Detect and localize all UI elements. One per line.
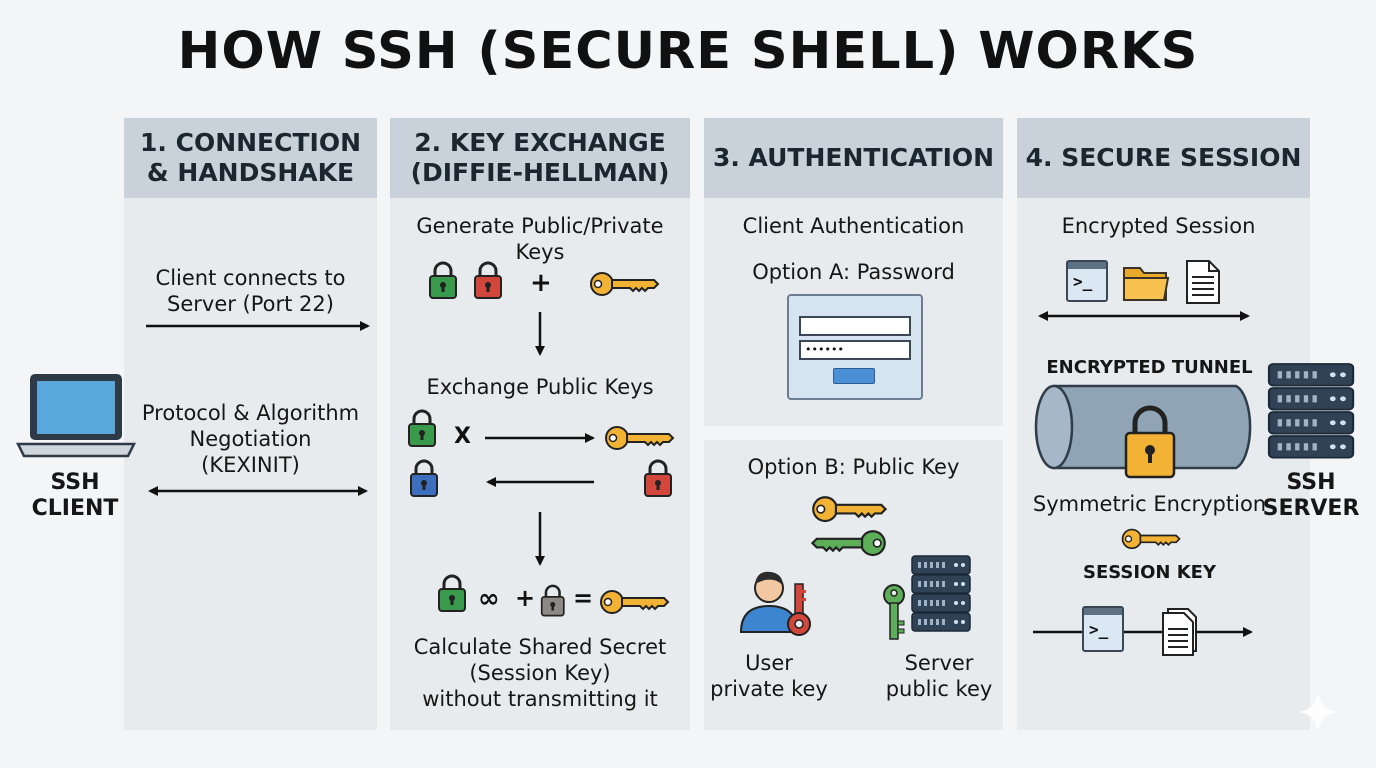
negotiation-text: Protocol & Algorithm Negotiation (KEXINI… (141, 401, 360, 477)
ssh-server-label: SSH SERVER (1262, 470, 1360, 521)
server-rack-icon (911, 555, 971, 632)
header-key-exchange: 2. KEY EXCHANGE (DIFFIE-HELLMAN) (390, 118, 690, 198)
encrypted-tunnel-label: ENCRYPTED TUNNEL (1046, 357, 1253, 378)
header-authentication: 3. AUTHENTICATION (704, 118, 1003, 198)
negotiation-arrow (148, 486, 368, 496)
encrypted-session-text: Encrypted Session (1061, 214, 1256, 238)
document-stack-icon (1162, 608, 1197, 656)
header-handshake: 1. CONNECTION & HANDSHAKE (124, 118, 377, 198)
green-lock-icon (437, 574, 467, 613)
green-lock-icon (428, 261, 458, 300)
header-label: 2. KEY EXCHANGE (DIFFIE-HELLMAN) (410, 128, 670, 187)
exchange-arrow-left (486, 477, 594, 487)
username-field[interactable] (799, 316, 911, 336)
login-form: •••••• (787, 294, 923, 400)
green-key-icon (883, 584, 905, 640)
session-flow-arrow (1033, 627, 1253, 637)
document-icon (1186, 260, 1220, 304)
gold-lock-icon (1124, 405, 1176, 479)
infinity-symbol: ∞ (478, 584, 500, 614)
user-private-key-text: User private key (710, 651, 828, 701)
plus-symbol: + (515, 584, 536, 612)
green-key-icon (811, 530, 886, 557)
sparkle-icon (1298, 692, 1338, 732)
ssh-client-label: SSH CLIENT (31, 470, 119, 521)
down-arrow-1 (535, 312, 545, 356)
server-public-key-text: Server public key (885, 651, 993, 701)
terminal-icon: >_ (1082, 606, 1124, 652)
connect-text: Client connects to Server (Port 22) (155, 266, 346, 316)
symmetric-encryption-text: Symmetric Encryption (1032, 492, 1267, 516)
session-arrow (1038, 311, 1250, 321)
green-lock-icon (407, 409, 437, 448)
prompt-glyph: >_ (1073, 272, 1093, 291)
client-auth-text: Client Authentication (742, 214, 965, 238)
password-mask: •••••• (805, 343, 844, 356)
tunnel-icon (1034, 384, 1252, 470)
header-secure-session: 4. SECURE SESSION (1017, 118, 1310, 198)
equals-symbol: = (573, 584, 594, 612)
gold-key-icon (600, 590, 669, 614)
shared-secret-text: Calculate Shared Secret (Session Key) wi… (413, 635, 667, 711)
gold-key-icon (1121, 528, 1181, 550)
red-lock-icon (473, 261, 503, 300)
gold-key-icon (605, 426, 674, 450)
x-symbol: X (454, 424, 471, 449)
generate-keys-text: Generate Public/Private Keys (416, 214, 664, 264)
exchange-keys-text: Exchange Public Keys (426, 375, 654, 399)
password-field[interactable]: •••••• (799, 340, 911, 360)
connect-arrow (146, 321, 370, 331)
header-label: 4. SECURE SESSION (1025, 143, 1302, 172)
prompt-glyph: >_ (1089, 620, 1109, 639)
blue-lock-icon (409, 459, 439, 498)
user-icon (739, 571, 811, 636)
exchange-arrow-right (485, 433, 595, 443)
terminal-icon: >_ (1066, 260, 1108, 302)
folder-icon (1123, 267, 1170, 301)
login-button[interactable] (833, 368, 875, 384)
page-title: HOW SSH (SECURE SHELL) WORKS (177, 22, 1199, 81)
gray-lock-icon (540, 584, 566, 617)
laptop-icon (15, 374, 137, 458)
header-label: 3. AUTHENTICATION (712, 143, 995, 172)
column-handshake (124, 118, 377, 730)
session-key-label: SESSION KEY (1083, 562, 1216, 583)
option-b-text: Option B: Public Key (747, 455, 960, 479)
gold-key-icon (812, 496, 887, 523)
plus-symbol: + (530, 268, 552, 298)
red-lock-icon (643, 459, 673, 498)
gold-key-icon (590, 272, 659, 296)
option-a-text: Option A: Password (752, 260, 955, 284)
down-arrow-2 (535, 512, 545, 566)
column-key-exchange (390, 118, 690, 730)
header-label: 1. CONNECTION & HANDSHAKE (140, 128, 361, 187)
